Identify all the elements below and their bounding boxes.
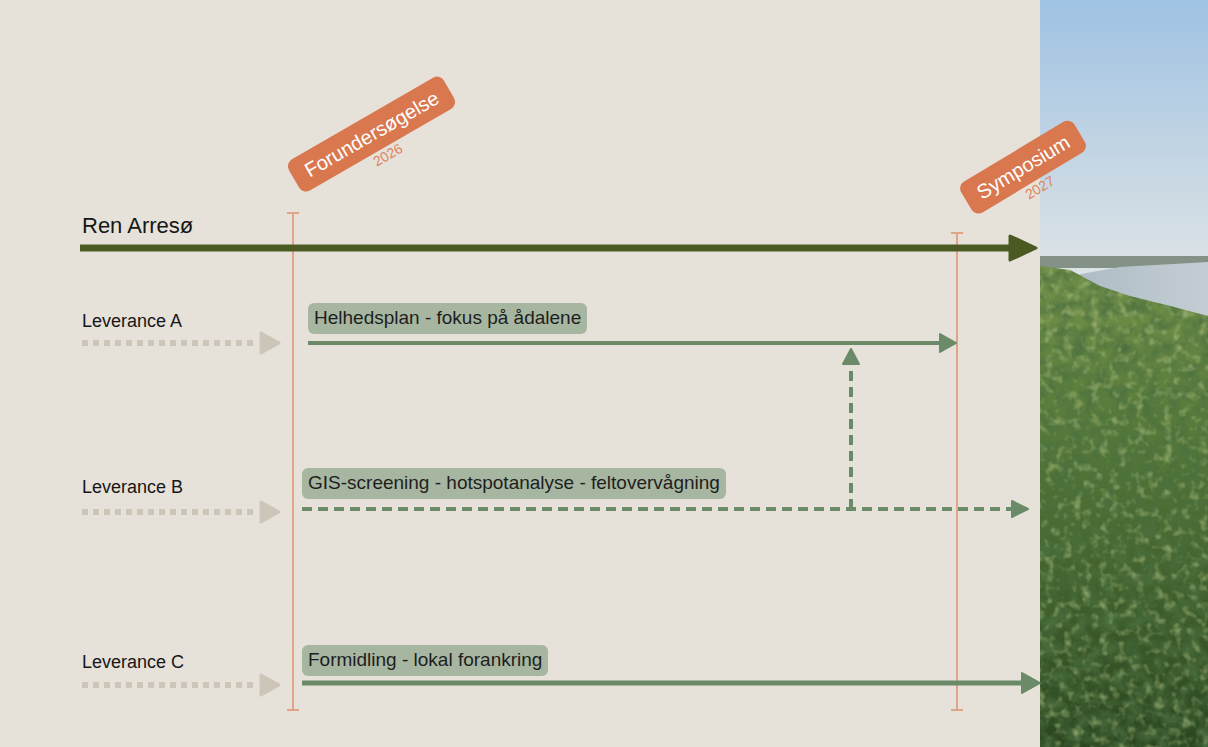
main-arrow-line [80,245,1014,252]
milestone-tag: Forundersøgelse2026 [285,74,458,195]
milestone-lines [287,213,963,710]
deliverable-arrow-line [308,341,942,345]
deliverable-bar: Helhedsplan - fokus på ådalene [308,303,587,334]
incoming-arrows [82,333,279,695]
milestone-tick [287,709,299,711]
milestone-line [956,233,958,710]
milestone-tick [287,212,299,214]
deliverable-arrows [302,334,1040,693]
deliverable-arrow-head [1012,501,1028,517]
node-label: Forundersøgelse [285,74,458,195]
milestone-tick [951,709,963,711]
deliverable-bar: Formidling - lokal forankring [302,645,548,676]
deliverable-bar: GIS-screening - hotspotanalyse - feltove… [302,468,726,499]
deliverable-arrow-head [1022,673,1040,693]
node-label: GIS-screening - hotspotanalyse - feltove… [302,468,726,499]
incoming-arrow-head [261,333,279,353]
track-label: Leverance C [82,652,184,673]
milestone-line [292,213,294,710]
deliverable-arrow-dashed [302,507,1014,511]
node-label: Formidling - lokal forankring [302,645,548,676]
track-title: Ren Arresø [82,213,193,238]
node-label: Helhedsplan - fokus på ådalene [308,303,587,334]
incoming-arrow-line [82,682,258,688]
feedback-arrow-dashed [849,364,853,509]
incoming-arrow-head [261,502,279,522]
photo-forest-highlight [1040,260,1208,747]
feedback-arrow-head [843,349,859,364]
deliverable-arrow-line [302,681,1024,686]
incoming-arrow-line [82,509,258,515]
track-label: Leverance A [82,311,182,332]
track-label: Leverance B [82,477,183,498]
photo-forest-texture [1040,260,1208,747]
milestone-tick [951,232,963,234]
main-arrow-head [1010,236,1036,260]
deliverable-arrow-head [940,334,956,352]
incoming-arrow-line [82,340,258,346]
incoming-arrow-head [261,675,279,695]
